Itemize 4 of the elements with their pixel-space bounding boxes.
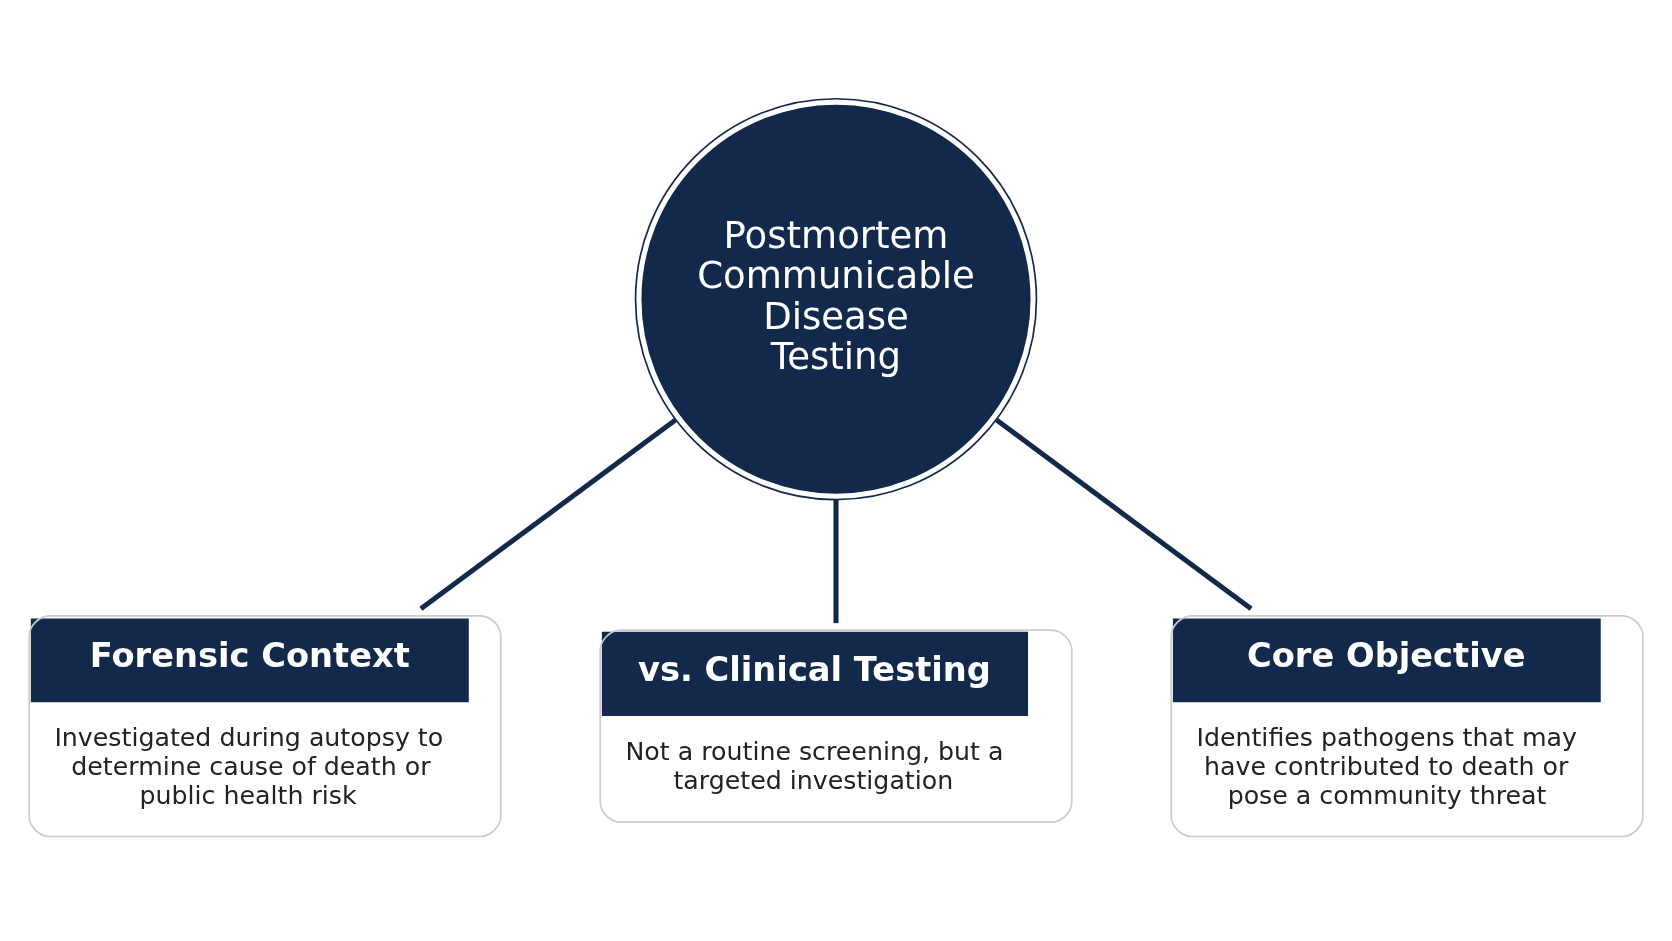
connector [419,417,677,611]
connector [995,417,1253,611]
node-circle: Postmortem Communicable Disease Testing [634,97,1038,500]
connector [833,499,839,623]
